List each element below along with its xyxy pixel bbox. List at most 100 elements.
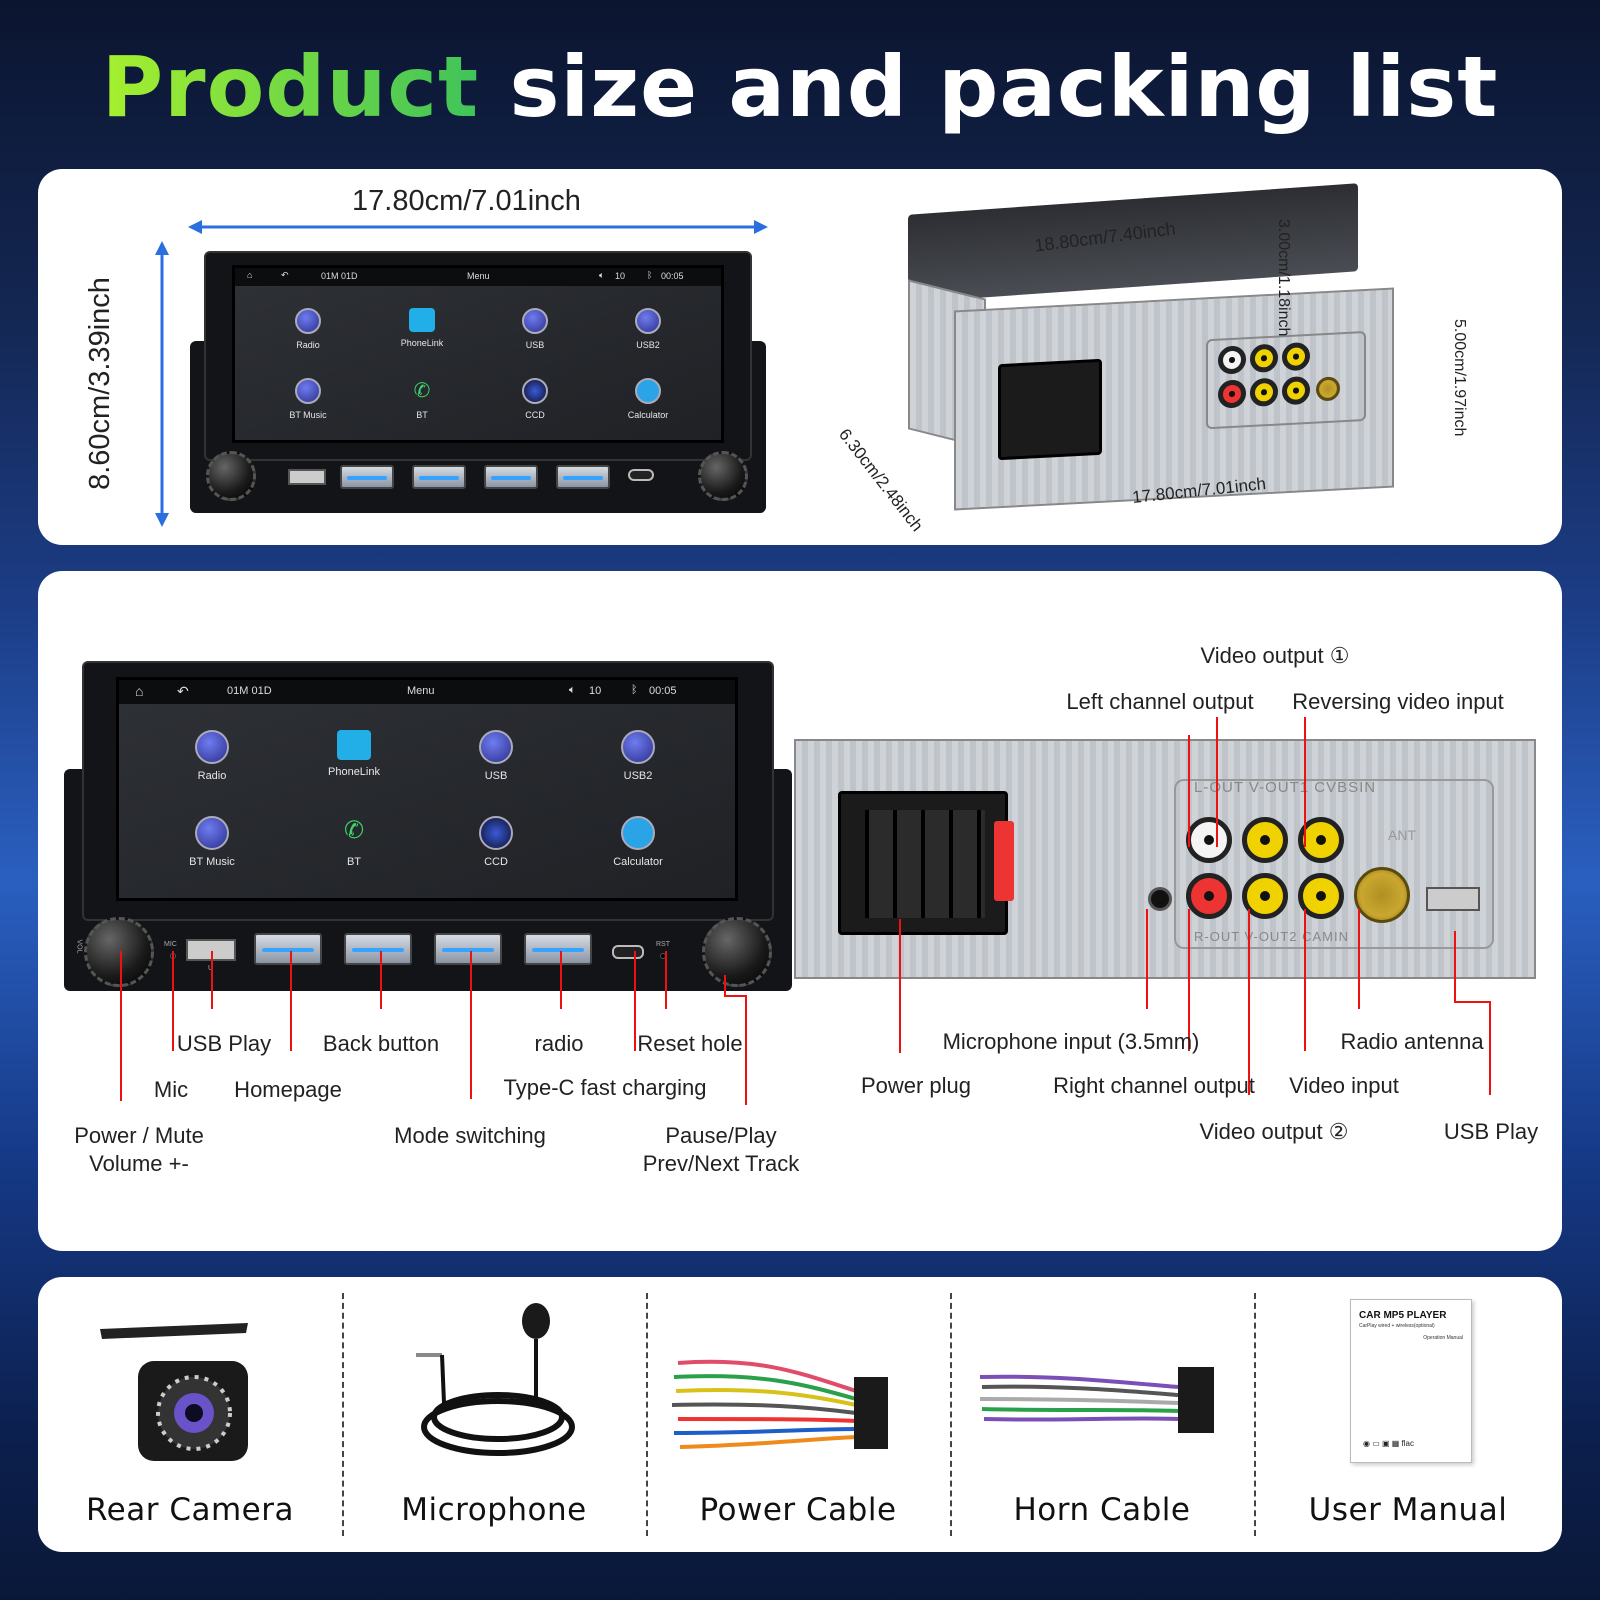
button-small-3[interactable] bbox=[484, 465, 538, 489]
app-phonelink[interactable]: PhoneLink bbox=[309, 730, 399, 778]
iso-connector[interactable] bbox=[838, 791, 1008, 935]
head-unit-front: ⌂ ↶ 01M 01D Menu 🔈︎ 10 ᛒ 00:05 Radio Pho… bbox=[64, 661, 792, 991]
app-calculator[interactable]: Calculator bbox=[593, 816, 683, 868]
camera-icon bbox=[522, 378, 548, 404]
calculator-icon bbox=[621, 816, 655, 850]
app-usb2[interactable]: USB2 bbox=[613, 308, 683, 350]
rear-usb-port[interactable] bbox=[1426, 887, 1480, 911]
app-bt-music[interactable]: BT Music bbox=[167, 816, 257, 868]
screen: ⌂ ↶ 01M 01D Menu 🔈︎ 10 ᛒ 00:05 Radio Pho… bbox=[116, 677, 738, 901]
interfaces-panel: ⌂ ↶ 01M 01D Menu 🔈︎ 10 ᛒ 00:05 Radio Pho… bbox=[38, 571, 1562, 1251]
back-button[interactable] bbox=[344, 933, 412, 965]
leader-homepage bbox=[290, 951, 292, 1051]
usb2-icon bbox=[635, 308, 661, 334]
app-bt[interactable]: ✆BT bbox=[387, 378, 457, 420]
app-radio[interactable]: Radio bbox=[167, 730, 257, 782]
leader-usb-c bbox=[1489, 1001, 1491, 1095]
label-left-channel: Left channel output bbox=[1066, 689, 1254, 714]
power-cable-icon bbox=[671, 1359, 888, 1449]
packing-item-microphone: Microphone bbox=[342, 1277, 646, 1552]
phone-icon: ✆ bbox=[413, 380, 431, 402]
label-right-channel: Right channel output bbox=[1053, 1073, 1255, 1098]
calculator-icon bbox=[635, 378, 661, 404]
status-time: 00:05 bbox=[649, 685, 677, 697]
label-microphone-input: Microphone input (3.5mm) bbox=[942, 1029, 1200, 1054]
width-arrow bbox=[188, 220, 768, 234]
label-prev-next: Prev/Next Track bbox=[642, 1151, 800, 1176]
track-knob[interactable] bbox=[702, 917, 772, 987]
rca-right-channel[interactable] bbox=[1186, 873, 1232, 919]
leader-back bbox=[380, 951, 382, 1009]
app-calculator[interactable]: Calculator bbox=[613, 378, 683, 420]
vol-mark: VOL bbox=[75, 939, 83, 954]
faceplate-height-label: 3.00cm/1.18inch bbox=[1275, 219, 1292, 337]
rca-video-output-1[interactable] bbox=[1242, 817, 1288, 863]
homepage-button[interactable] bbox=[254, 933, 322, 965]
mic-mark: MIC bbox=[164, 941, 177, 948]
antenna-socket[interactable] bbox=[1354, 867, 1410, 923]
home-icon: ⌂ bbox=[247, 270, 253, 280]
leader-video-input bbox=[1304, 909, 1306, 1051]
button-small-1[interactable] bbox=[340, 465, 394, 489]
volume-knob-small[interactable] bbox=[206, 451, 256, 501]
app-bt-music[interactable]: BT Music bbox=[273, 378, 343, 420]
label-homepage: Homepage bbox=[234, 1077, 342, 1102]
app-usb2[interactable]: USB2 bbox=[593, 730, 683, 782]
home-icon[interactable]: ⌂ bbox=[135, 683, 144, 699]
leader-reversing bbox=[1304, 717, 1306, 847]
phonelink-icon bbox=[337, 730, 371, 760]
label-reversing-video: Reversing video input bbox=[1292, 689, 1504, 714]
app-usb[interactable]: USB bbox=[451, 730, 541, 782]
leader-mic-input bbox=[1146, 909, 1148, 1009]
leader-mode bbox=[470, 951, 472, 1099]
label-type-c: Type-C fast charging bbox=[503, 1075, 707, 1100]
packing-item-label: User Manual bbox=[1308, 1492, 1508, 1528]
rear-print-bottom: R-OUT V-OUT2 CAMIN bbox=[1194, 929, 1349, 944]
back-icon[interactable]: ↶ bbox=[177, 683, 189, 699]
label-usb-play: USB Play bbox=[176, 1031, 272, 1056]
mode-button[interactable] bbox=[434, 933, 502, 965]
label-reset-hole: Reset hole bbox=[637, 1031, 743, 1056]
type-c-port[interactable] bbox=[612, 945, 644, 959]
iso-connector-small bbox=[998, 358, 1102, 461]
label-mode-switching: Mode switching bbox=[394, 1123, 546, 1148]
mic-jack[interactable] bbox=[1148, 887, 1172, 911]
leader-right-channel bbox=[1188, 909, 1190, 1051]
label-power-plug: Power plug bbox=[860, 1073, 972, 1098]
app-ccd[interactable]: CCD bbox=[451, 816, 541, 868]
app-radio[interactable]: Radio bbox=[273, 308, 343, 350]
status-volume: 10 bbox=[615, 271, 626, 281]
label-back-button: Back button bbox=[322, 1031, 440, 1056]
label-power-mute: Power / Mute bbox=[74, 1123, 204, 1148]
app-phonelink[interactable]: PhoneLink bbox=[387, 308, 457, 348]
phone-icon: ✆ bbox=[343, 817, 365, 844]
button-small-4[interactable] bbox=[556, 465, 610, 489]
rca-left-channel[interactable] bbox=[1186, 817, 1232, 863]
button-small-2[interactable] bbox=[412, 465, 466, 489]
divider bbox=[1254, 1293, 1256, 1536]
app-usb[interactable]: USB bbox=[500, 308, 570, 350]
label-volume: Volume +- bbox=[89, 1151, 189, 1176]
volume-knob[interactable] bbox=[84, 917, 154, 987]
app-bt[interactable]: ✆BT bbox=[309, 816, 399, 868]
radio-button[interactable] bbox=[524, 933, 592, 965]
volume-icon: 🔈︎ bbox=[599, 270, 605, 280]
packing-item-label: Rear Camera bbox=[86, 1492, 294, 1528]
camera-icon bbox=[479, 816, 513, 850]
status-menu: Menu bbox=[407, 685, 435, 697]
leader-radio bbox=[560, 951, 562, 1009]
leader-usb bbox=[211, 951, 213, 1009]
track-knob-small[interactable] bbox=[698, 451, 748, 501]
status-date: 01M 01D bbox=[321, 271, 358, 281]
label-pause-play: Pause/Play bbox=[665, 1123, 777, 1148]
rear-camera-icon bbox=[100, 1323, 248, 1461]
packing-item-user-manual: CAR MP5 PLAYER CarPlay wired + wireless(… bbox=[1254, 1277, 1562, 1552]
usb-icon bbox=[479, 730, 513, 764]
divider bbox=[950, 1293, 952, 1536]
front-height-label: 8.60cm/3.39inch bbox=[83, 277, 116, 490]
label-mic: Mic bbox=[153, 1077, 189, 1102]
leader-mic bbox=[172, 951, 174, 1051]
app-ccd[interactable]: CCD bbox=[500, 378, 570, 420]
packing-item-label: Microphone bbox=[401, 1492, 587, 1528]
user-manual-icon: CAR MP5 PLAYER CarPlay wired + wireless(… bbox=[1350, 1299, 1472, 1463]
